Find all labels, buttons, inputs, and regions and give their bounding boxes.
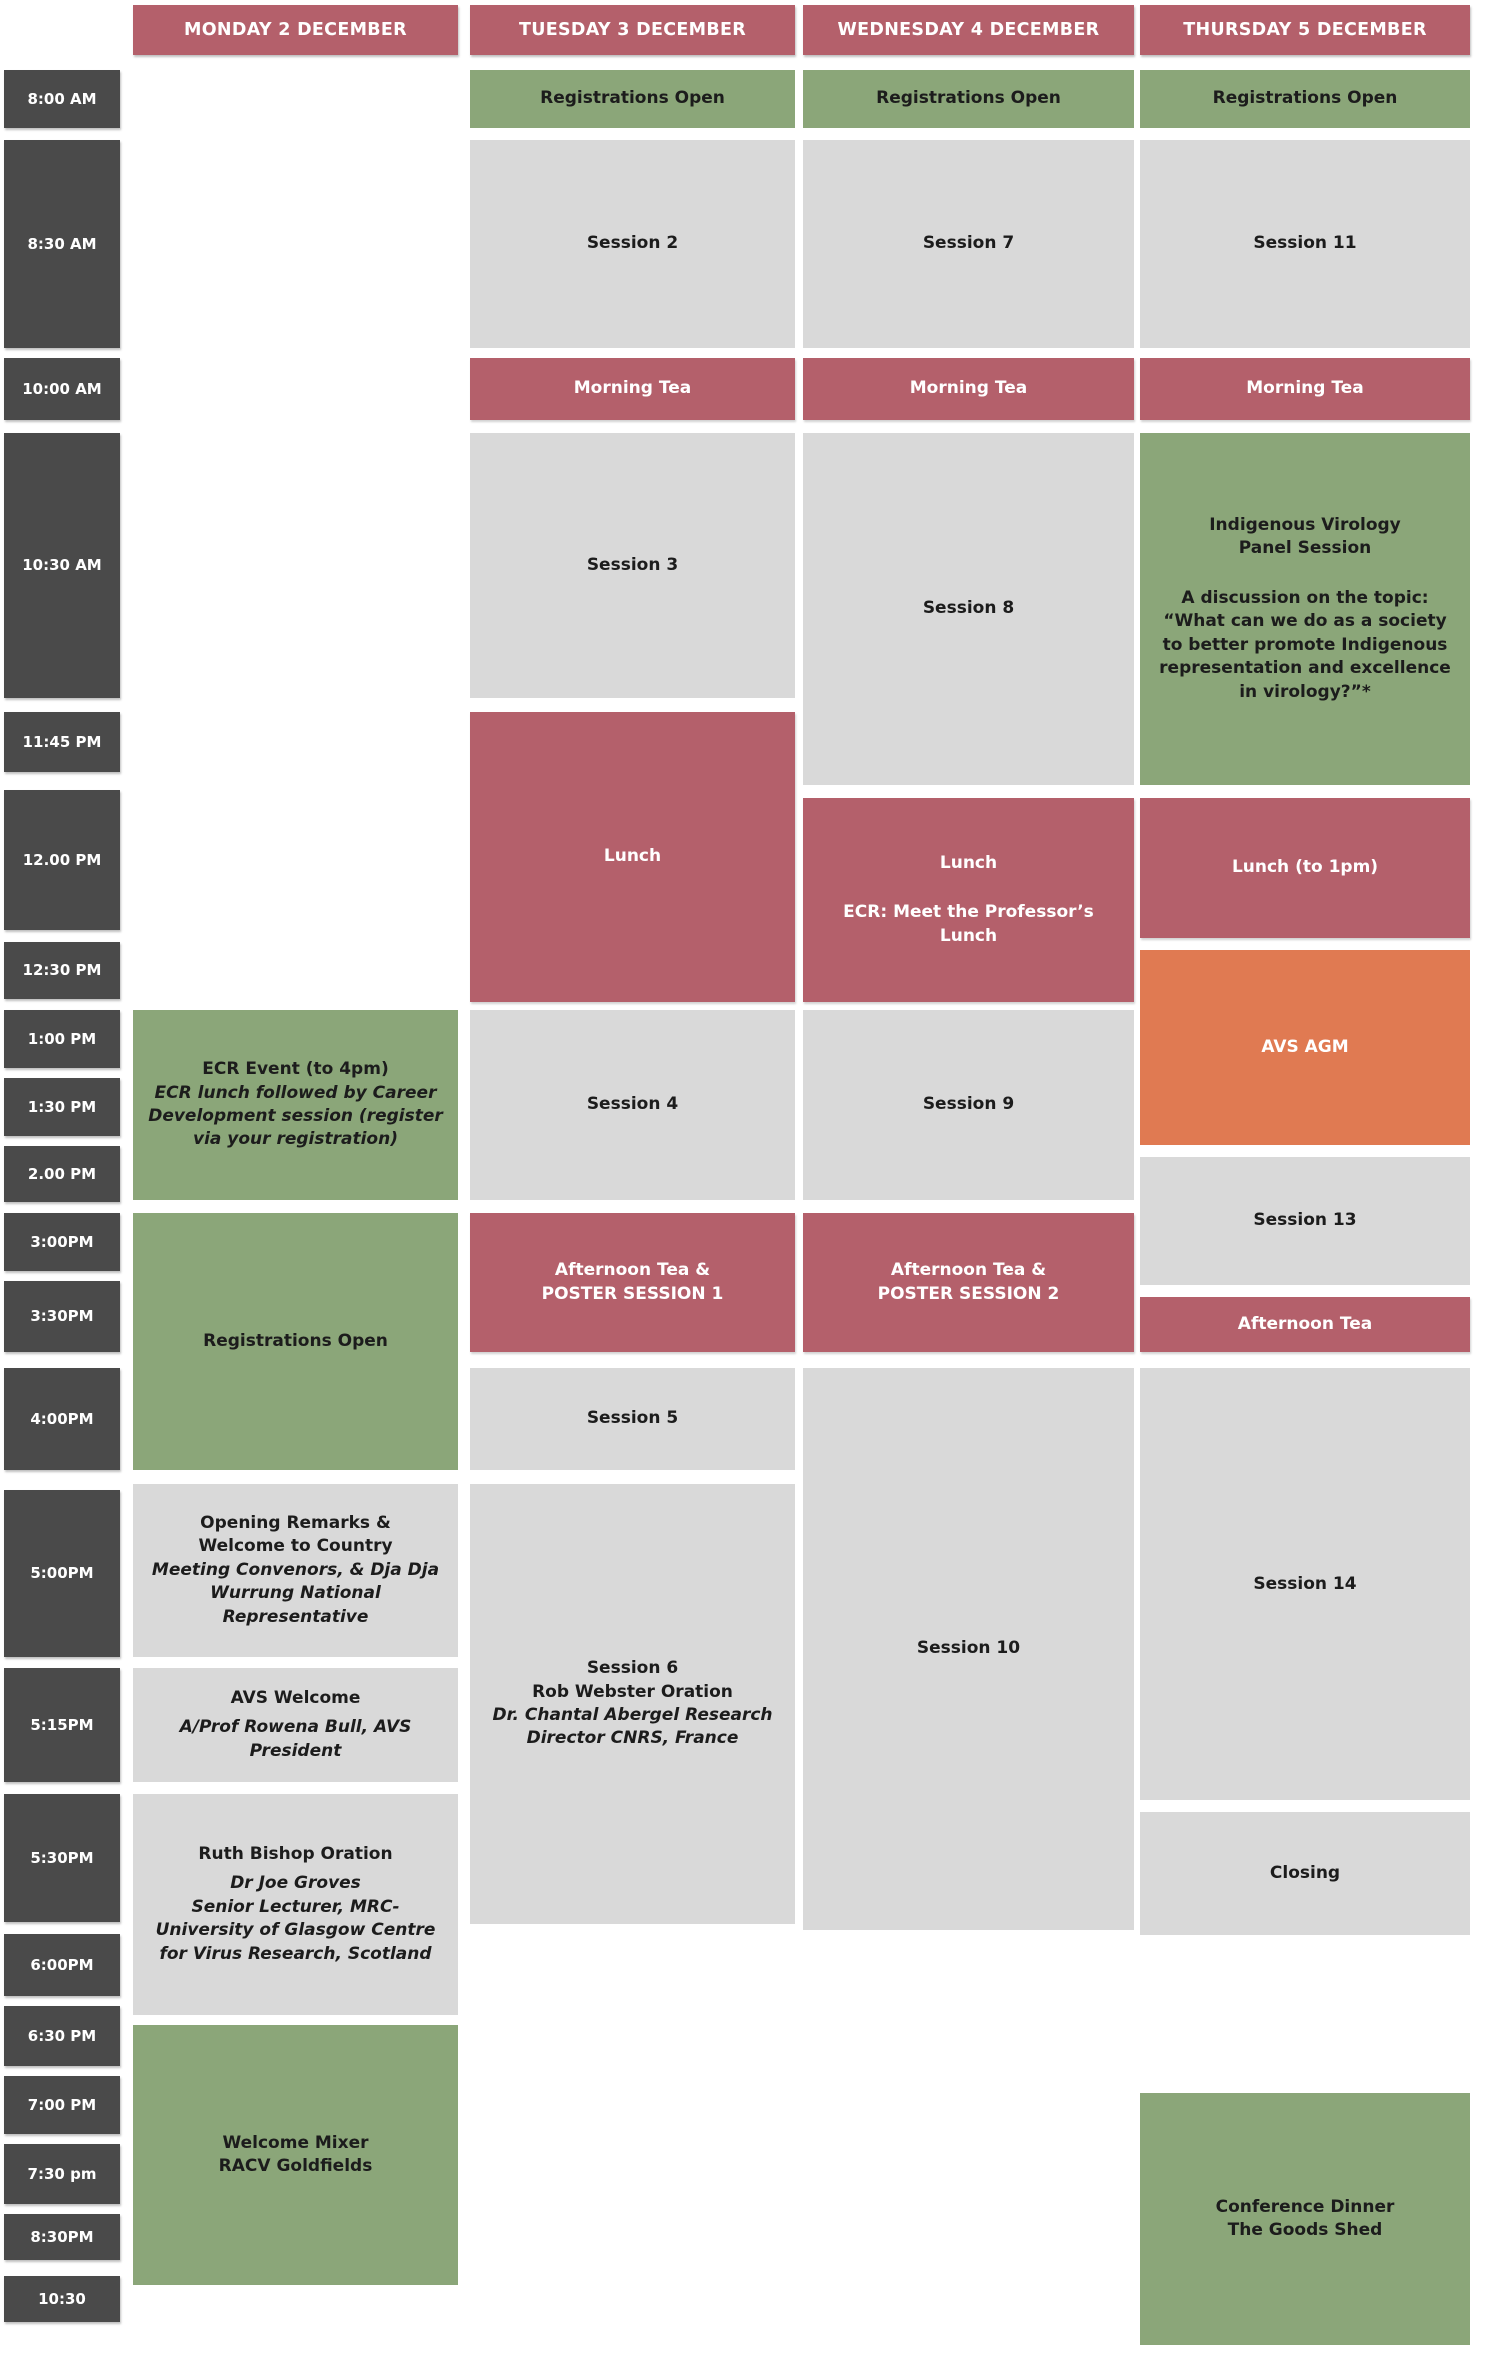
time-slot-1715: 5:15PM [4,1668,120,1782]
time-slot-1530: 3:30PM [4,1281,120,1352]
event-tuesday-session4: Session 4 [470,1010,795,1200]
event-thursday-session13: Session 13 [1140,1157,1470,1285]
event-wednesday-lunch-ecr: Lunch ECR: Meet the Professor’s Lunch [803,798,1134,1002]
event-monday-ruth-bishop-oration: Ruth Bishop Oration Dr Joe Groves Senior… [133,1794,458,2015]
event-title: Lunch [939,852,998,873]
time-slot-1145: 11:45 PM [4,712,120,772]
event-tuesday-session3: Session 3 [470,433,795,698]
event-detail: ECR: Meet the Professor’s Lunch [843,902,1094,946]
time-slot-1930: 7:30 pm [4,2144,120,2204]
time-slot-0830: 8:30 AM [4,140,120,348]
event-tuesday-lunch: Lunch [470,712,795,1002]
event-thursday-conference-dinner: Conference Dinner The Goods Shed [1140,2093,1470,2345]
event-detail: Dr. Chantal Abergel Research Director CN… [492,1705,773,1749]
event-title: Afternoon Tea & [890,1260,1047,1281]
event-title: Ruth Bishop Oration [198,1843,393,1864]
event-title: Opening Remarks & [200,1512,391,1533]
event-monday-opening-remarks: Opening Remarks & Welcome to Country Mee… [133,1484,458,1657]
time-slot-2230: 10:30 [4,2276,120,2322]
event-tuesday-morning-tea: Morning Tea [470,358,795,420]
event-title: POSTER SESSION 2 [877,1283,1060,1304]
event-monday-registrations: Registrations Open [133,1213,458,1470]
event-thursday-registrations: Registrations Open [1140,70,1470,128]
time-slot-1500: 3:00PM [4,1213,120,1271]
time-slot-1830: 6:30 PM [4,2006,120,2066]
event-wednesday-registrations: Registrations Open [803,70,1134,128]
event-title: Session 6 [586,1658,679,1679]
time-slot-1200: 12.00 PM [4,790,120,930]
event-tuesday-afternoon-tea-poster1: Afternoon Tea & POSTER SESSION 1 [470,1213,795,1352]
event-wednesday-session10: Session 10 [803,1368,1134,1930]
time-slot-1400: 2.00 PM [4,1146,120,1202]
event-thursday-lunch: Lunch (to 1pm) [1140,798,1470,938]
event-monday-welcome-mixer: Welcome Mixer RACV Goldfields [133,2025,458,2285]
time-slot-1300: 1:00 PM [4,1010,120,1068]
event-detail: ECR lunch followed by Career Development… [148,1082,443,1150]
event-detail: Meeting Convenors, & Dja Dja Wurrung Nat… [151,1559,440,1627]
time-slot-1230: 12:30 PM [4,942,120,999]
event-tuesday-registrations: Registrations Open [470,70,795,128]
event-detail: A/Prof Rowena Bull, AVS President [179,1717,412,1761]
event-tuesday-session6-oration: Session 6 Rob Webster Oration Dr. Chanta… [470,1484,795,1924]
event-title: Rob Webster Oration [532,1681,733,1702]
event-location: The Goods Shed [1227,2220,1383,2240]
time-slot-1330: 1:30 PM [4,1078,120,1136]
event-thursday-avs-agm: AVS AGM [1140,950,1470,1145]
time-slot-0800: 8:00 AM [4,70,120,128]
event-thursday-afternoon-tea: Afternoon Tea [1140,1297,1470,1352]
day-header-monday: MONDAY 2 DECEMBER [133,5,458,55]
event-thursday-closing: Closing [1140,1812,1470,1935]
day-header-wednesday: WEDNESDAY 4 DECEMBER [803,5,1134,55]
event-thursday-morning-tea: Morning Tea [1140,358,1470,420]
event-title: POSTER SESSION 1 [541,1283,724,1304]
event-tuesday-session5: Session 5 [470,1368,795,1470]
time-slot-1900: 7:00 PM [4,2076,120,2134]
event-wednesday-afternoon-tea-poster2: Afternoon Tea & POSTER SESSION 2 [803,1213,1134,1352]
event-title: Welcome to Country [198,1536,393,1557]
event-title: Welcome Mixer [222,2132,369,2153]
event-title: Panel Session [1238,538,1372,559]
event-title: Conference Dinner [1215,2196,1395,2217]
event-title: ECR Event (to 4pm) [202,1059,389,1080]
event-wednesday-session9: Session 9 [803,1010,1134,1200]
event-speaker: Dr Joe Groves [230,1873,361,1894]
time-slot-1700: 5:00PM [4,1490,120,1657]
event-thursday-indigenous-panel: Indigenous Virology Panel Session A disc… [1140,433,1470,785]
time-slot-1800: 6:00PM [4,1934,120,1996]
day-header-thursday: THURSDAY 5 DECEMBER [1140,5,1470,55]
event-wednesday-morning-tea: Morning Tea [803,358,1134,420]
event-tuesday-session2: Session 2 [470,140,795,348]
time-slot-1030: 10:30 AM [4,433,120,698]
event-detail: A discussion on the topic: “What can we … [1159,587,1451,702]
time-slot-1600: 4:00PM [4,1368,120,1470]
event-monday-avs-welcome: AVS Welcome A/Prof Rowena Bull, AVS Pres… [133,1668,458,1782]
event-thursday-session11: Session 11 [1140,140,1470,348]
event-wednesday-session7: Session 7 [803,140,1134,348]
time-slot-1730: 5:30PM [4,1794,120,1922]
day-header-tuesday: TUESDAY 3 DECEMBER [470,5,795,55]
event-location: RACV Goldfields [218,2156,373,2176]
event-detail: Senior Lecturer, MRC-University of Glasg… [155,1896,436,1964]
event-monday-ecr: ECR Event (to 4pm) ECR lunch followed by… [133,1010,458,1200]
event-wednesday-session8: Session 8 [803,433,1134,785]
event-thursday-session14: Session 14 [1140,1368,1470,1800]
time-slot-1000: 10:00 AM [4,358,120,420]
event-title: Indigenous Virology [1209,514,1401,535]
event-title: Afternoon Tea & [554,1260,711,1281]
time-slot-2030: 8:30PM [4,2214,120,2260]
event-title: AVS Welcome [230,1687,361,1708]
